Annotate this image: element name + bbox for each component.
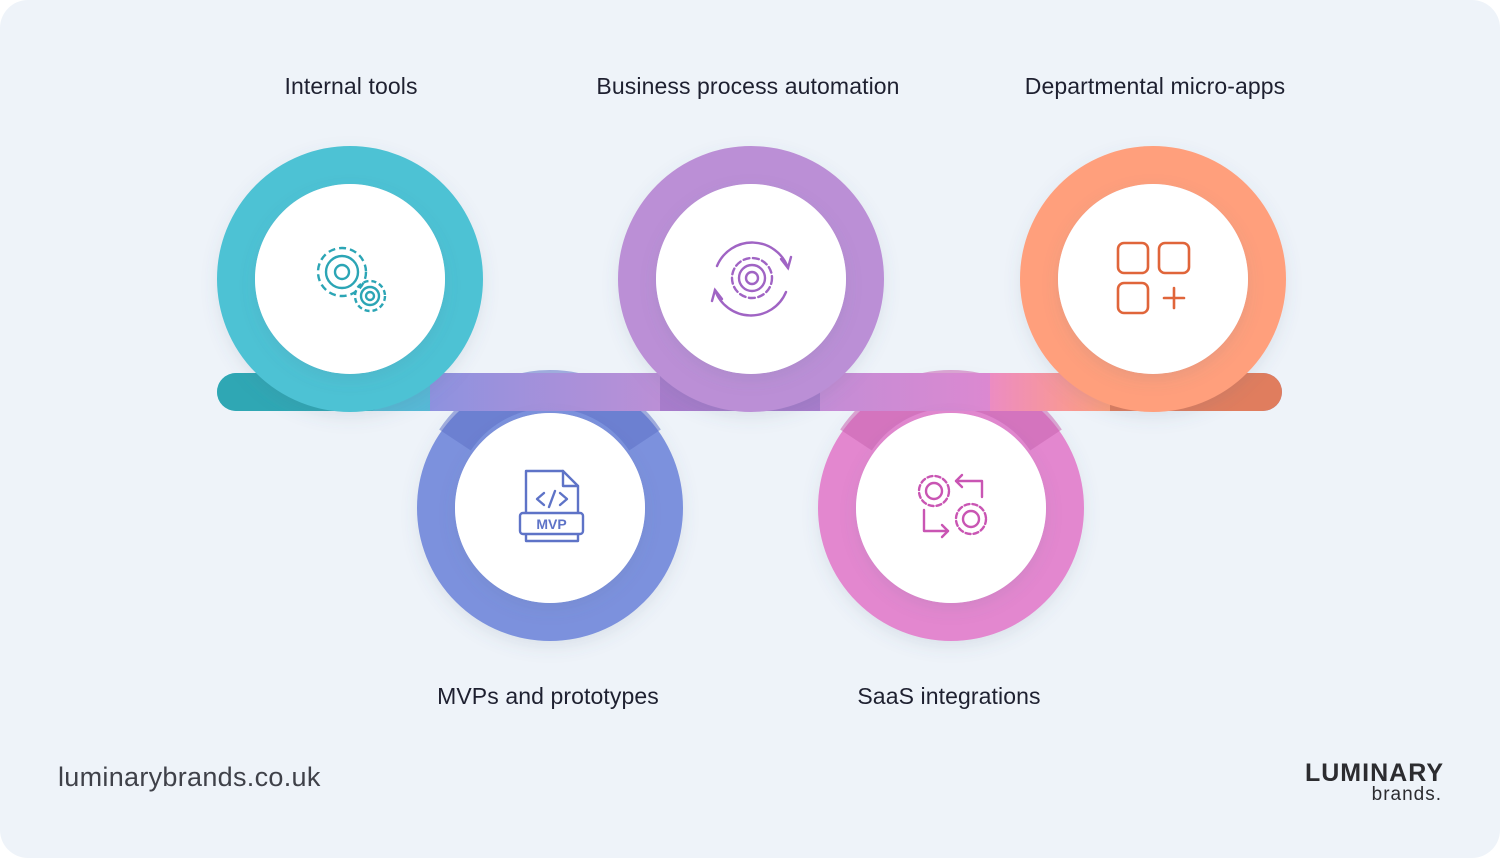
ring-departmental	[1020, 146, 1286, 412]
ring-internal-tools	[217, 146, 483, 412]
brand-sub: brands.	[1371, 784, 1442, 805]
app-grid-plus-icon	[1116, 241, 1191, 315]
mvp-code-file-icon: MVP	[518, 469, 585, 543]
label-departmental-micro-apps: Departmental micro-apps	[1024, 73, 1286, 99]
ring-business-process	[618, 146, 884, 412]
gear-cycle-icon	[710, 241, 793, 317]
brand-name: LUMINARY	[1304, 759, 1444, 787]
gears-icon	[316, 246, 387, 313]
gear-exchange-icon	[917, 473, 988, 539]
inner-discs	[255, 184, 1248, 603]
brand-logo: LUMINARY brands.	[1305, 760, 1444, 804]
label-saas-integrations: SaaS integrations	[857, 683, 1041, 709]
svg-text:MVP: MVP	[536, 516, 566, 532]
site-url: luminarybrands.co.uk	[58, 762, 321, 792]
label-mvps-and-prototypes: MVPs and prototypes	[437, 683, 659, 709]
label-internal-tools: Internal tools	[284, 73, 418, 99]
label-business-process-automation: Business process automation	[596, 73, 900, 99]
